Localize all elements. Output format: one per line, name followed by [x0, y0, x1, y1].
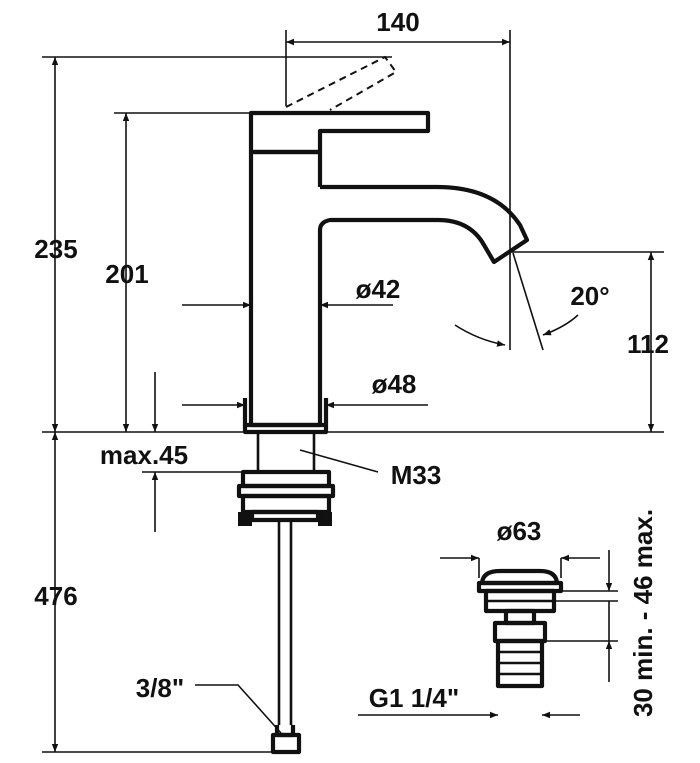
drain-range-label: 30 min. - 46 max.	[628, 509, 658, 717]
spout-reach-label: 140	[376, 7, 419, 37]
outlet-angle-label: 20°	[570, 281, 609, 311]
faucet-outline	[242, 55, 530, 435]
hose-connection-label: 3/8"	[136, 673, 184, 703]
dimension-lines	[42, 30, 664, 753]
outlet-height-label: 112	[627, 329, 669, 359]
drain-plug	[476, 568, 564, 689]
thread-label: M33	[391, 460, 442, 490]
drain-diameter-label: ø63	[497, 516, 542, 546]
spout-height-label: 201	[105, 259, 148, 289]
drain-thread-label: G1 1/4"	[369, 683, 459, 713]
below-counter-label: 476	[34, 581, 77, 611]
mounting-assembly	[236, 432, 336, 755]
base-diameter-label: ø48	[372, 369, 417, 399]
max-thickness-label: max.45	[100, 440, 188, 470]
body-diameter-label: ø42	[356, 274, 401, 304]
total-height-label: 235	[34, 234, 77, 264]
